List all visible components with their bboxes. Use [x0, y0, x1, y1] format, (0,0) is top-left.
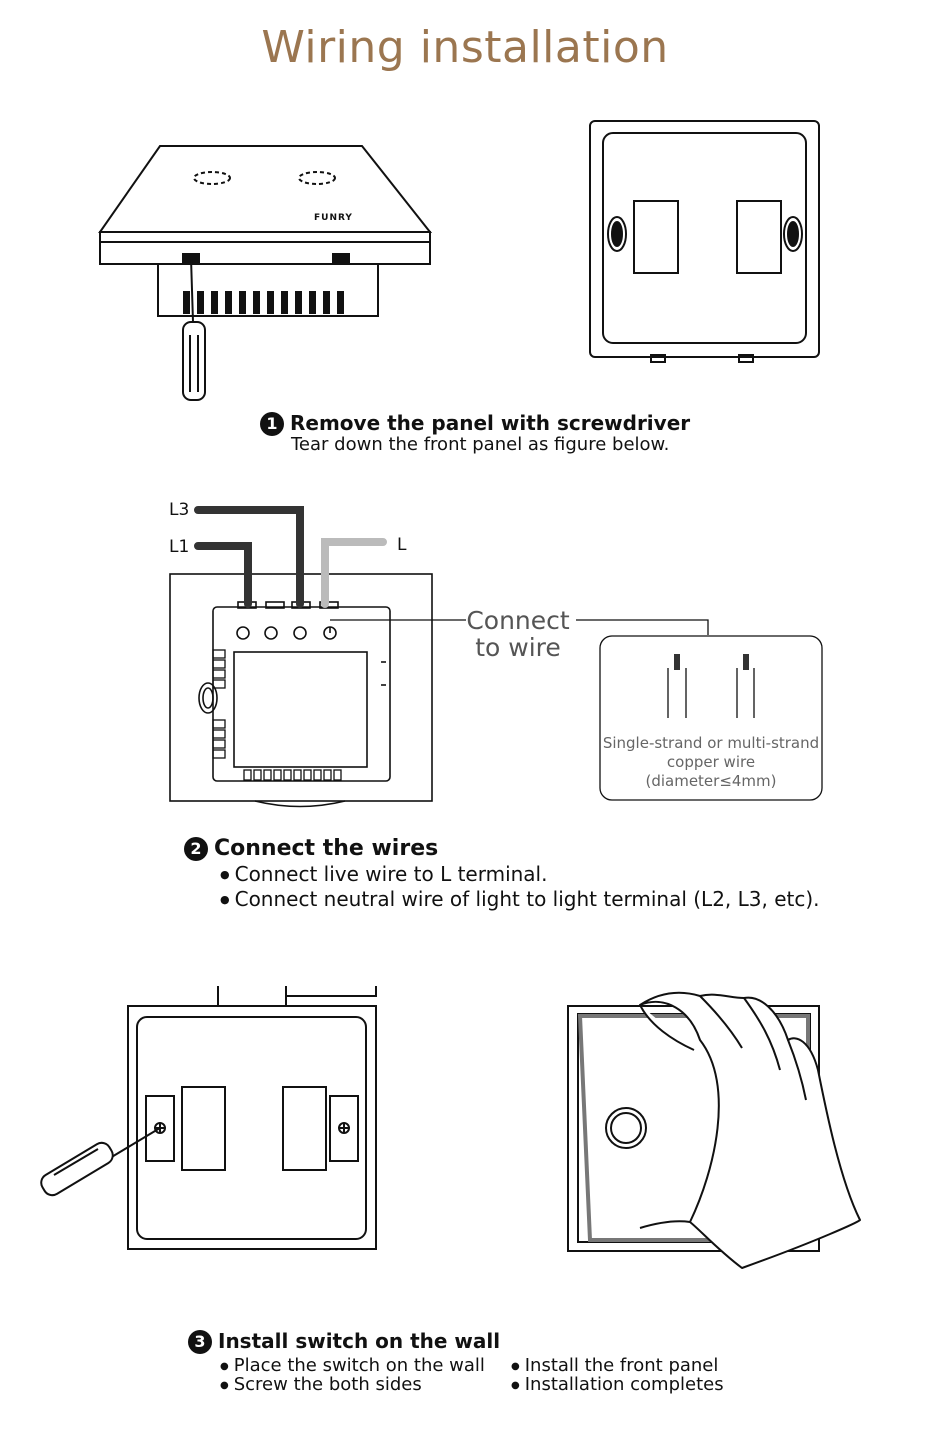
- step3-number-badge: 3: [188, 1330, 212, 1354]
- switch-panel-perspective: [98, 145, 433, 317]
- wire-label-l: L: [397, 535, 407, 555]
- step2-number-badge: 2: [184, 837, 208, 861]
- step2-bullet-2: Connect neutral wire of light to light t…: [220, 887, 820, 912]
- step1-title: Remove the panel with screwdriver: [290, 411, 691, 435]
- wire-label-l3: L3: [169, 500, 190, 520]
- step3-bullet-left-2: Screw the both sides: [220, 1375, 422, 1396]
- back-plate: [589, 120, 820, 363]
- connect-callout: [330, 619, 823, 801]
- step3-bullet-right-2: Installation completes: [511, 1375, 724, 1396]
- wires: [194, 506, 387, 608]
- wire-spec-line1: Single-strand or multi-strand: [602, 734, 820, 752]
- panel-slots: [183, 291, 344, 314]
- step1-description: Tear down the front panel as figure belo…: [291, 434, 670, 455]
- step3-title: Install switch on the wall: [218, 1329, 501, 1353]
- wire-label-l1: L1: [169, 537, 190, 557]
- page-title: Wiring installation: [261, 22, 669, 73]
- step3-bullet-right-1: Install the front panel: [511, 1356, 719, 1377]
- wire-spec-line3: (diameter≤4mm): [645, 772, 777, 790]
- screwdriver-icon: [182, 257, 206, 401]
- screwdriver-icon-2: [40, 1127, 161, 1197]
- board-pins: [212, 649, 342, 781]
- step1-number-badge: 1: [260, 412, 284, 436]
- connect-to-wire-label: Connect to wire: [466, 606, 570, 662]
- wire-spec-note: Single-strand or multi-strand copper wir…: [600, 734, 822, 791]
- step3-bullet-left-1: Place the switch on the wall: [220, 1356, 485, 1377]
- wire-spec-line2: copper wire: [666, 753, 756, 771]
- panel-brand-logo: FUNRY: [314, 213, 353, 223]
- hand-icon: [639, 991, 861, 1269]
- step2-bullet-1: Connect live wire to L terminal.: [220, 862, 548, 887]
- step2-title: Connect the wires: [214, 836, 439, 861]
- wall-plate: [127, 986, 377, 1250]
